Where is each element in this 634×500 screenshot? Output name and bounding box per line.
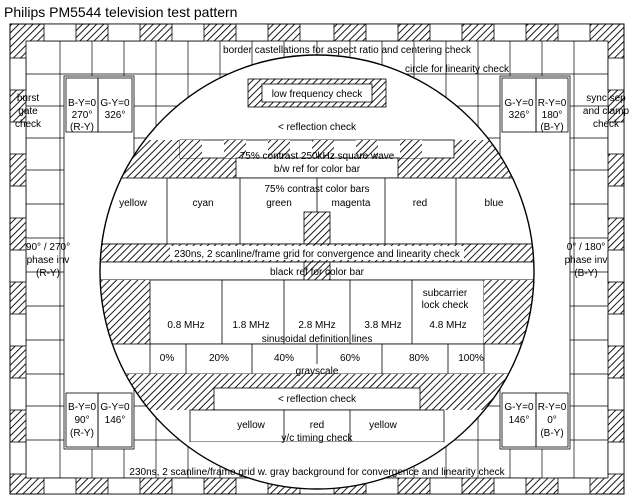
color-bars-title: 75% contrast color bars [264, 184, 369, 195]
phase-inverse-label: phase inv [27, 255, 70, 266]
phase-inverse-label: (B-Y) [574, 268, 597, 279]
phase-label: (R-Y) [70, 122, 94, 133]
gray-level-label: 20% [209, 353, 229, 364]
color-bar-label: blue [485, 198, 504, 209]
square-wave-label: 75% contrast 250kHz square wave [240, 151, 395, 162]
burst-label: check [15, 119, 42, 130]
phase-label: B-Y=0 [68, 98, 97, 109]
phase-inverse-label: phase inv [565, 255, 608, 266]
phase-label: B-Y=0 [68, 402, 97, 413]
color-bar-label: cyan [192, 198, 213, 209]
phase-label: (B-Y) [540, 122, 563, 133]
frequency-label: 2.8 MHz [298, 320, 335, 331]
phase-label: G-Y=0 [504, 98, 534, 109]
gray-level-label: 100% [458, 353, 484, 364]
labels: border castellations for aspect ratio an… [15, 45, 630, 478]
low-frequency-label: low frequency check [272, 89, 364, 100]
phase-label: (B-Y) [540, 428, 563, 439]
color-bar-label: magenta [332, 198, 371, 209]
burst-label: burst [17, 93, 39, 104]
phase-inverse-label: 90° / 270° [26, 242, 70, 253]
subcarrier-label: subcarrier [423, 288, 468, 299]
lock-check-label: lock check [422, 300, 470, 311]
bottom-grid-label: 230ns, 2 scanline/frame grid w. gray bac… [129, 467, 505, 478]
gray-level-label: 0% [160, 353, 175, 364]
bw-ref-label: b/w ref for color bar [274, 164, 361, 175]
phase-inverse-label: 0° / 180° [567, 242, 606, 253]
color-bar-label: red [413, 198, 427, 209]
castellations [9, 23, 625, 495]
grid-check-label: 230ns, 2 scanline/frame grid for converg… [174, 249, 461, 260]
phase-label: 270° [72, 110, 93, 121]
frequency-label: 3.8 MHz [364, 320, 401, 331]
linearity-circle [99, 54, 535, 490]
phase-label: (R-Y) [70, 428, 94, 439]
phase-label: R-Y=0 [538, 402, 567, 413]
color-bar-label: yellow [119, 198, 148, 209]
phase-label: 0° [547, 415, 557, 426]
yc-bar-label: yellow [369, 420, 398, 431]
gray-level-label: 40% [274, 353, 294, 364]
grayscale-label: grayscale [296, 366, 339, 377]
color-bar-label: green [266, 198, 292, 209]
reflection-bottom-label: < reflection check [278, 394, 357, 405]
phase-label: 146° [105, 415, 126, 426]
sync-label: sync sep [586, 93, 626, 104]
circle-label: circle for linearity check [405, 64, 510, 75]
phase-label: G-Y=0 [100, 98, 130, 109]
border-label: border castellations for aspect ratio an… [223, 45, 472, 56]
phase-label: 326° [509, 110, 530, 121]
reflection-top-label: < reflection check [278, 122, 357, 133]
yc-bar-label: yellow [237, 420, 266, 431]
phase-label: 326° [105, 110, 126, 121]
black-ref-label: black ref for color bar [270, 267, 365, 278]
phase-label: G-Y=0 [504, 402, 534, 413]
yc-timing-label: y/c timing check [281, 433, 353, 444]
yc-bar-label: red [310, 420, 324, 431]
sync-label: check [593, 119, 620, 130]
frequency-label: 0.8 MHz [167, 320, 204, 331]
phase-label: 90° [74, 415, 89, 426]
frequency-label: 1.8 MHz [232, 320, 269, 331]
gray-level-label: 80% [409, 353, 429, 364]
phase-label: G-Y=0 [100, 402, 130, 413]
phase-label: 180° [542, 110, 563, 121]
phase-label: R-Y=0 [538, 98, 567, 109]
circle-content [100, 55, 534, 489]
frequency-label: 4.8 MHz [429, 320, 466, 331]
page-title: Philips PM5544 television test pattern [4, 4, 238, 20]
phase-label: 146° [509, 415, 530, 426]
phase-inverse-label: (R-Y) [36, 268, 60, 279]
sinusoidal-label: sinusoidal definition lines [262, 334, 373, 345]
gray-level-label: 60% [340, 353, 360, 364]
sync-label: and clamp [583, 106, 630, 117]
burst-label: gate [18, 106, 38, 117]
